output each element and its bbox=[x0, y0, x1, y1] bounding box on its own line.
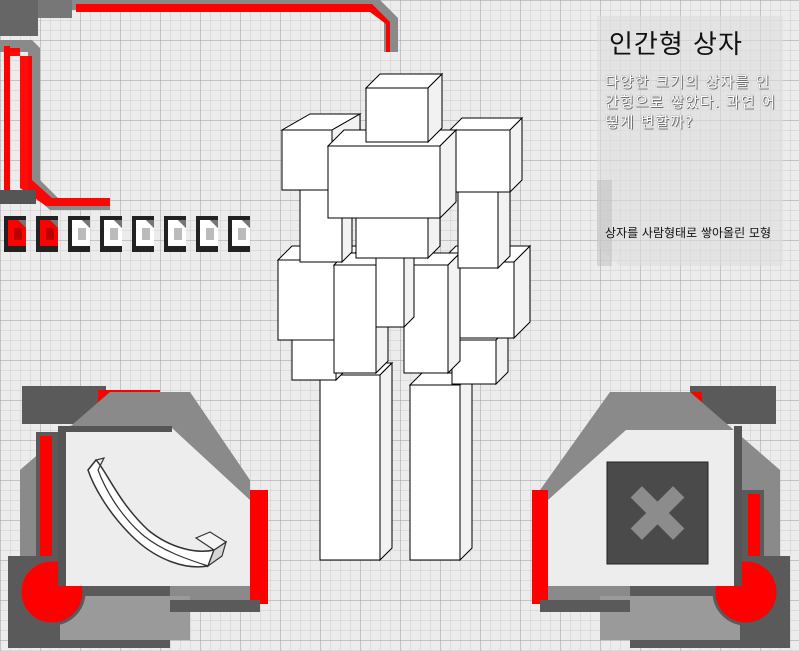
robot-box bbox=[408, 371, 474, 562]
progress-slot-empty bbox=[228, 216, 250, 252]
robot-box bbox=[456, 172, 512, 270]
panel-caption: 상자를 사람형태로 쌓아올린 모형 bbox=[605, 226, 772, 240]
robot-box bbox=[448, 116, 524, 194]
panel-title: 인간형 상자 bbox=[609, 30, 743, 60]
robot-box bbox=[326, 128, 458, 220]
curved-block-icon bbox=[87, 457, 228, 568]
progress-slot-empty bbox=[100, 216, 122, 252]
close-button[interactable] bbox=[548, 430, 734, 590]
progress-slots bbox=[4, 216, 250, 252]
progress-slot-empty bbox=[164, 216, 186, 252]
bottom-left-console bbox=[8, 386, 268, 648]
robot-box bbox=[364, 72, 444, 144]
progress-slot-empty bbox=[68, 216, 90, 252]
top-left-hud-frame bbox=[0, 0, 398, 210]
progress-slot-empty bbox=[196, 216, 218, 252]
box-humanoid-figure bbox=[276, 72, 532, 562]
progress-slot-empty bbox=[132, 216, 154, 252]
panel-description: 다양한 크기의 상자를 인간형으로 쌓았다. 과연 어떻게 변할까? bbox=[605, 73, 777, 131]
progress-slot-filled bbox=[4, 216, 26, 252]
robot-box bbox=[318, 361, 394, 562]
curved-block-button[interactable] bbox=[66, 428, 252, 588]
progress-slot-filled bbox=[36, 216, 58, 252]
close-x-icon bbox=[606, 461, 709, 565]
info-panel-shape bbox=[597, 16, 783, 266]
